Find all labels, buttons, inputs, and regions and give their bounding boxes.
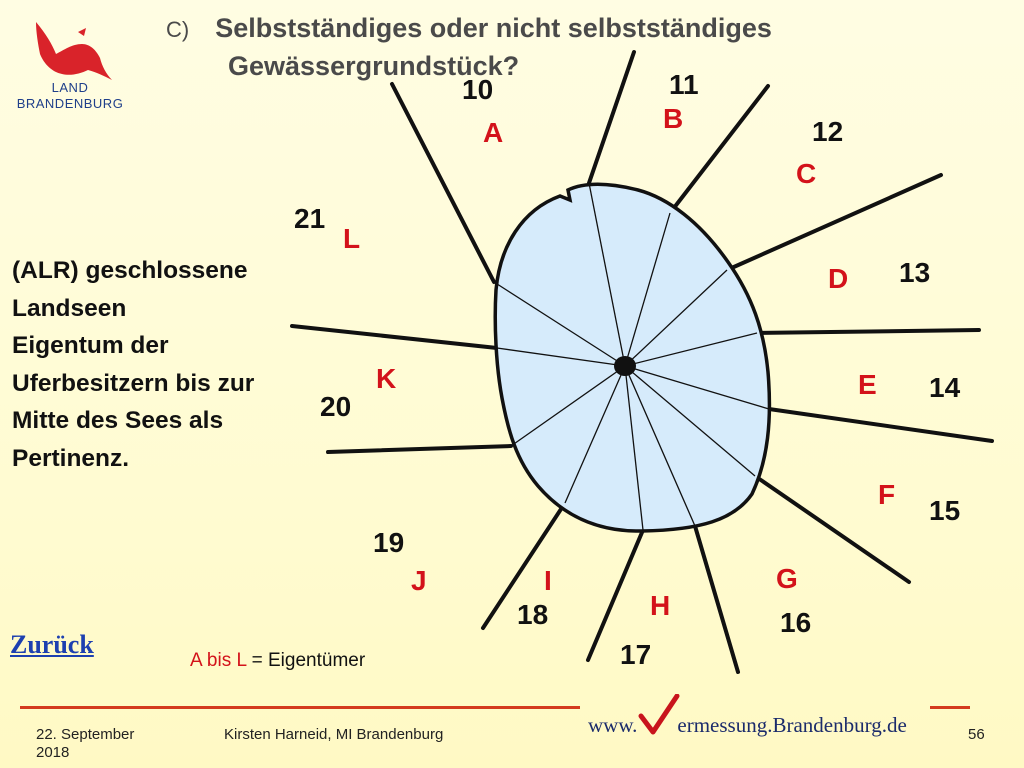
inner-ray [496, 347, 626, 367]
website-prefix: www. [588, 713, 638, 737]
boundary-line [290, 324, 499, 350]
inner-ray [624, 365, 644, 531]
footer-date-line-2: 2018 [36, 744, 70, 761]
legend-suffix: = Eigentümer [246, 650, 366, 671]
inner-ray [624, 365, 696, 527]
footer-date: 22. September 2018 [36, 726, 134, 762]
parcel-number-12: 12 [812, 116, 843, 147]
owner-letter-a: A [483, 117, 503, 148]
back-link[interactable]: Zurück [10, 630, 94, 659]
parcel-number-13: 13 [899, 257, 930, 288]
lake-center-point [614, 356, 636, 376]
boundary-line [767, 407, 994, 443]
parcel-number-14: 14 [929, 372, 961, 403]
parcel-number-19: 19 [373, 527, 404, 558]
owner-letter-b: B [663, 103, 683, 134]
parcel-number-11: 11 [669, 69, 699, 100]
title-line-2: Gewässergrundstück? [228, 51, 520, 81]
description-line: (ALR) geschlossene [12, 257, 248, 284]
inner-rays [493, 182, 770, 531]
boundary-line [725, 173, 943, 272]
boundary-line [586, 528, 645, 662]
footer-date-line-1: 22. September [36, 726, 135, 743]
inner-ray [624, 332, 758, 367]
footer-page-number: 56 [968, 726, 985, 743]
owner-letter-l: L [343, 223, 360, 254]
owner-letter-e: E [858, 369, 877, 400]
logo-text-brandenburg: BRANDENBURG [16, 96, 124, 111]
description-line: Eigentum der [12, 332, 169, 359]
footer-author: Kirsten Harneid, MI Brandenburg [224, 726, 444, 743]
parcel-number-17: 17 [620, 639, 651, 670]
logo-text-land: LAND [51, 80, 89, 95]
brandenburg-eagle-logo [36, 22, 112, 80]
boundary-line [668, 84, 770, 215]
boundary-line [481, 501, 567, 630]
owner-letter-k: K [376, 363, 396, 394]
description-line: Mitte des Sees als [12, 407, 224, 434]
owner-letter-i: I [544, 565, 552, 596]
owner-letter-labels: A B C D E F G H I J K L [343, 103, 895, 621]
boundary-line [693, 524, 740, 674]
parcel-number-21: 21 [294, 203, 325, 234]
inner-ray [510, 365, 626, 447]
parcel-number-20: 20 [320, 391, 351, 422]
boundary-line [753, 474, 911, 584]
website-url: www. ermessung.Brandenburg.de [588, 693, 907, 738]
description-line: Landseen [12, 294, 127, 322]
inner-ray [624, 212, 671, 367]
parcel-number-10: 10 [462, 74, 493, 105]
parcel-number-labels: 10 11 12 13 14 15 16 17 18 19 20 21 [294, 69, 961, 670]
inner-ray [624, 269, 728, 367]
owner-letter-j: J [411, 565, 427, 596]
inner-ray [493, 281, 626, 367]
legend-to: L [236, 650, 247, 671]
title-prefix: C) [166, 17, 190, 42]
owner-legend: A bis L = Eigentümer [190, 650, 365, 672]
owner-letter-d: D [828, 263, 848, 294]
owner-letter-f: F [878, 479, 895, 510]
footer-divider-right [930, 706, 970, 709]
boundary-line [326, 444, 513, 454]
inner-ray [588, 182, 626, 367]
inner-ray [624, 365, 770, 410]
inner-ray [624, 365, 756, 477]
inner-ray [564, 365, 626, 504]
parcel-number-16: 16 [780, 607, 811, 638]
slide-title: C) Selbstständiges oder nicht selbstständ… [166, 10, 846, 84]
parcel-boundaries [290, 50, 994, 674]
legend-middle: bis [201, 650, 237, 671]
title-line-1: Selbstständiges oder nicht selbstständig… [215, 13, 772, 43]
owner-letter-g: G [776, 563, 798, 594]
checkmark-v-icon [638, 693, 680, 735]
owner-letter-h: H [650, 590, 670, 621]
website-suffix: ermessung.Brandenburg.de [677, 713, 907, 737]
owner-letter-c: C [796, 158, 816, 189]
boundary-line [755, 328, 981, 335]
boundary-line [587, 50, 636, 185]
lake-shape [493, 182, 772, 533]
description-text: (ALR) geschlossene Landseen Eigentum der… [12, 252, 297, 477]
eagle-icon [36, 22, 112, 80]
parcel-number-18: 18 [517, 599, 548, 630]
description-line: Pertinenz. [12, 444, 130, 472]
boundary-line [390, 82, 496, 284]
footer-divider-left [20, 706, 580, 709]
description-line: Uferbesitzern bis zur [12, 369, 255, 397]
legend-from: A [190, 650, 202, 671]
parcel-number-15: 15 [929, 495, 960, 526]
